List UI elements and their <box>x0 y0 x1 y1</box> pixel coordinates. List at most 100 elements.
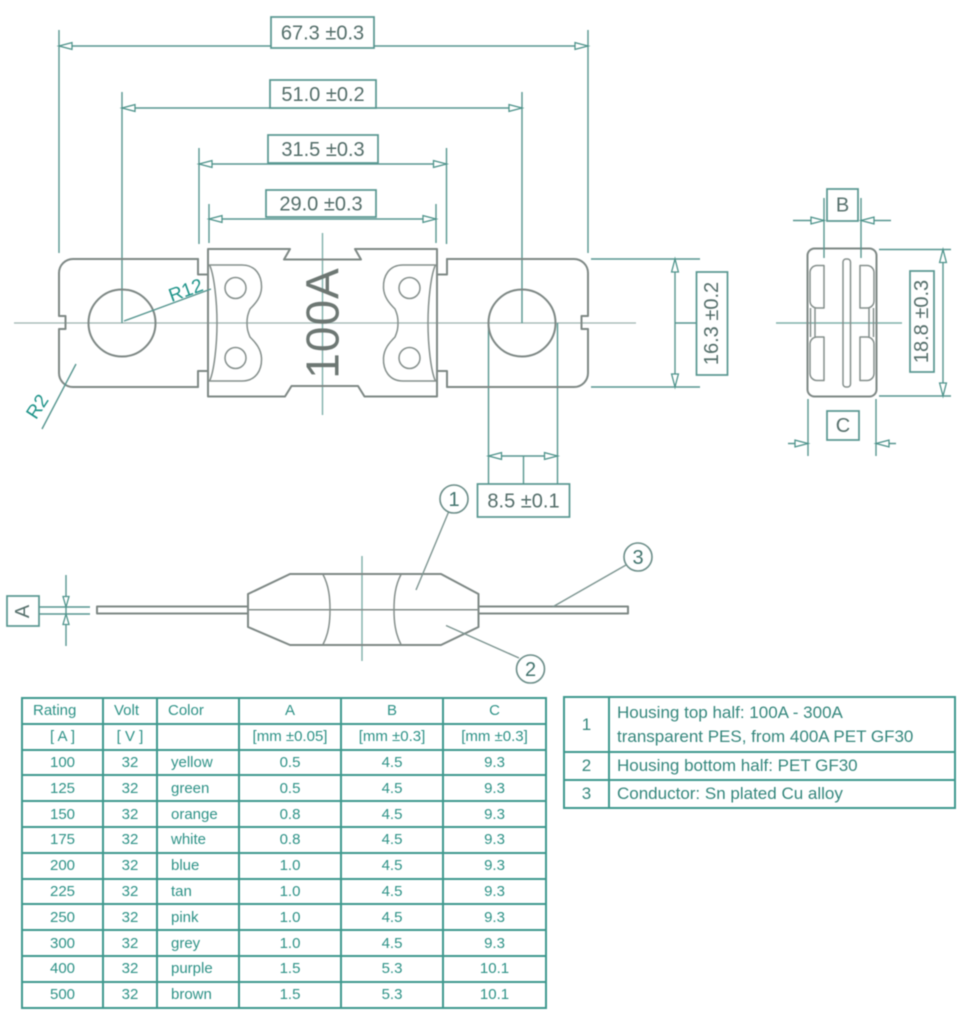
fuse-profile-view: A <box>6 573 629 646</box>
part-callouts: 1 2 3 <box>415 484 653 684</box>
housing-profile <box>247 573 480 646</box>
spec-cell: 0.8 <box>238 800 342 828</box>
legend-item-text: Housing top half: 100A - 300A transparen… <box>608 696 956 753</box>
spec-cell: 9.3 <box>442 800 547 828</box>
spec-header-cell: B <box>340 697 444 725</box>
spec-cell: 1.5 <box>238 980 342 1009</box>
spec-cell: 5.3 <box>340 954 444 983</box>
legend-item-number: 2 <box>563 751 610 781</box>
spec-header-cell: Rating <box>21 697 104 725</box>
technical-drawing: 100A R12 R2 A 1 2 3 <box>6 16 951 684</box>
spec-cell: 0.8 <box>238 825 342 854</box>
spec-cell: 300 <box>21 929 104 957</box>
end-view-slot <box>842 258 852 388</box>
spec-header-cell <box>156 722 240 751</box>
spec-cell: 0.5 <box>238 748 342 777</box>
dim-hole-spacing-label: 51.0 ±0.2 <box>281 84 364 106</box>
spec-cell: purple <box>156 954 240 983</box>
callout-3: 3 <box>632 547 643 569</box>
dim-hole-diameter-label: 8.5 ±0.1 <box>487 491 559 513</box>
spec-cell: 32 <box>102 929 158 957</box>
spec-header-cell: [mm ±0.3] <box>340 722 444 751</box>
spec-cell: 32 <box>102 748 158 777</box>
spec-cell: 32 <box>102 851 158 880</box>
spec-cell: 32 <box>102 980 158 1009</box>
callout-1-circle <box>439 484 469 514</box>
legend-item-number: 1 <box>563 696 610 753</box>
spec-header-cell: [ V ] <box>102 722 158 751</box>
spec-cell: tan <box>156 877 240 906</box>
spec-cell: white <box>156 825 240 854</box>
radius-r12-label: R12 <box>166 275 206 307</box>
spec-cell: 4.5 <box>340 748 444 777</box>
spec-cell: 1.0 <box>238 851 342 880</box>
left-rivet-plate <box>208 264 263 382</box>
spec-cell: 9.3 <box>442 748 547 777</box>
spec-cell: 4.5 <box>340 929 444 957</box>
dimension-lines <box>56 30 700 484</box>
callout-2-circle <box>515 654 546 684</box>
spec-cell: 150 <box>21 800 104 828</box>
spec-cell: 225 <box>21 877 104 906</box>
dim-b-label: B <box>836 195 849 217</box>
legend-item-text: Housing bottom half: PET GF30 <box>608 751 956 781</box>
spec-cell: 9.3 <box>442 877 547 906</box>
callout-2: 2 <box>525 659 536 681</box>
spec-cell: 32 <box>102 800 158 828</box>
spec-cell: 9.3 <box>442 774 547 803</box>
spec-header-cell: Color <box>156 697 240 725</box>
conductor-right <box>477 605 629 615</box>
spec-cell: 250 <box>21 903 104 932</box>
dim-side-height-label: 18.8 ±0.3 <box>911 280 933 363</box>
legend-item-number: 3 <box>563 779 610 809</box>
spec-cell: 10.1 <box>442 954 547 983</box>
spec-header-cell: [ A ] <box>21 722 104 751</box>
dim-housing-length-label: 31.5 ±0.3 <box>281 139 364 161</box>
fuse-end-view: B C 18.8 ±0.3 <box>788 188 951 456</box>
spec-cell: 32 <box>102 774 158 803</box>
spec-cell: 175 <box>21 825 104 854</box>
spec-cell: 1.0 <box>238 903 342 932</box>
spec-cell: 9.3 <box>442 929 547 957</box>
callout-1: 1 <box>448 489 459 511</box>
spec-cell: 4.5 <box>340 851 444 880</box>
callout-3-circle <box>623 542 653 572</box>
dim-housing-top-length-label: 29.0 ±0.3 <box>279 194 362 216</box>
spec-cell: orange <box>156 800 240 828</box>
spec-cell: 5.3 <box>340 980 444 1009</box>
spec-cell: 9.3 <box>442 903 547 932</box>
spec-cell: 4.5 <box>340 903 444 932</box>
radius-callouts: R12 R2 <box>23 275 212 430</box>
spec-header-cell: A <box>238 697 342 725</box>
spec-cell: 9.3 <box>442 851 547 880</box>
fuse-top-view: 100A <box>58 248 589 398</box>
spec-cell: green <box>156 774 240 803</box>
spec-cell: 4.5 <box>340 825 444 854</box>
dim-overall-length-label: 67.3 ±0.3 <box>281 23 364 45</box>
dim-a-label: A <box>12 604 34 618</box>
spec-cell: 125 <box>21 774 104 803</box>
spec-cell: 400 <box>21 954 104 983</box>
spec-cell: grey <box>156 929 240 957</box>
spec-header-cell: C <box>442 697 547 725</box>
right-rivet-plate <box>382 264 437 382</box>
fuse-housing <box>207 248 438 398</box>
spec-cell: 100 <box>21 748 104 777</box>
spec-header-cell: [mm ±0.05] <box>238 722 342 751</box>
spec-cell: 500 <box>21 980 104 1009</box>
legend-item-text: Conductor: Sn plated Cu alloy <box>608 779 956 809</box>
spec-cell: blue <box>156 851 240 880</box>
right-mounting-hole <box>487 288 557 358</box>
left-terminal <box>58 258 199 388</box>
dim-c-label: C <box>836 415 850 437</box>
conductor-left <box>96 605 249 615</box>
spec-cell: 4.5 <box>340 774 444 803</box>
centerlines <box>14 233 902 661</box>
left-mounting-hole <box>87 288 157 358</box>
